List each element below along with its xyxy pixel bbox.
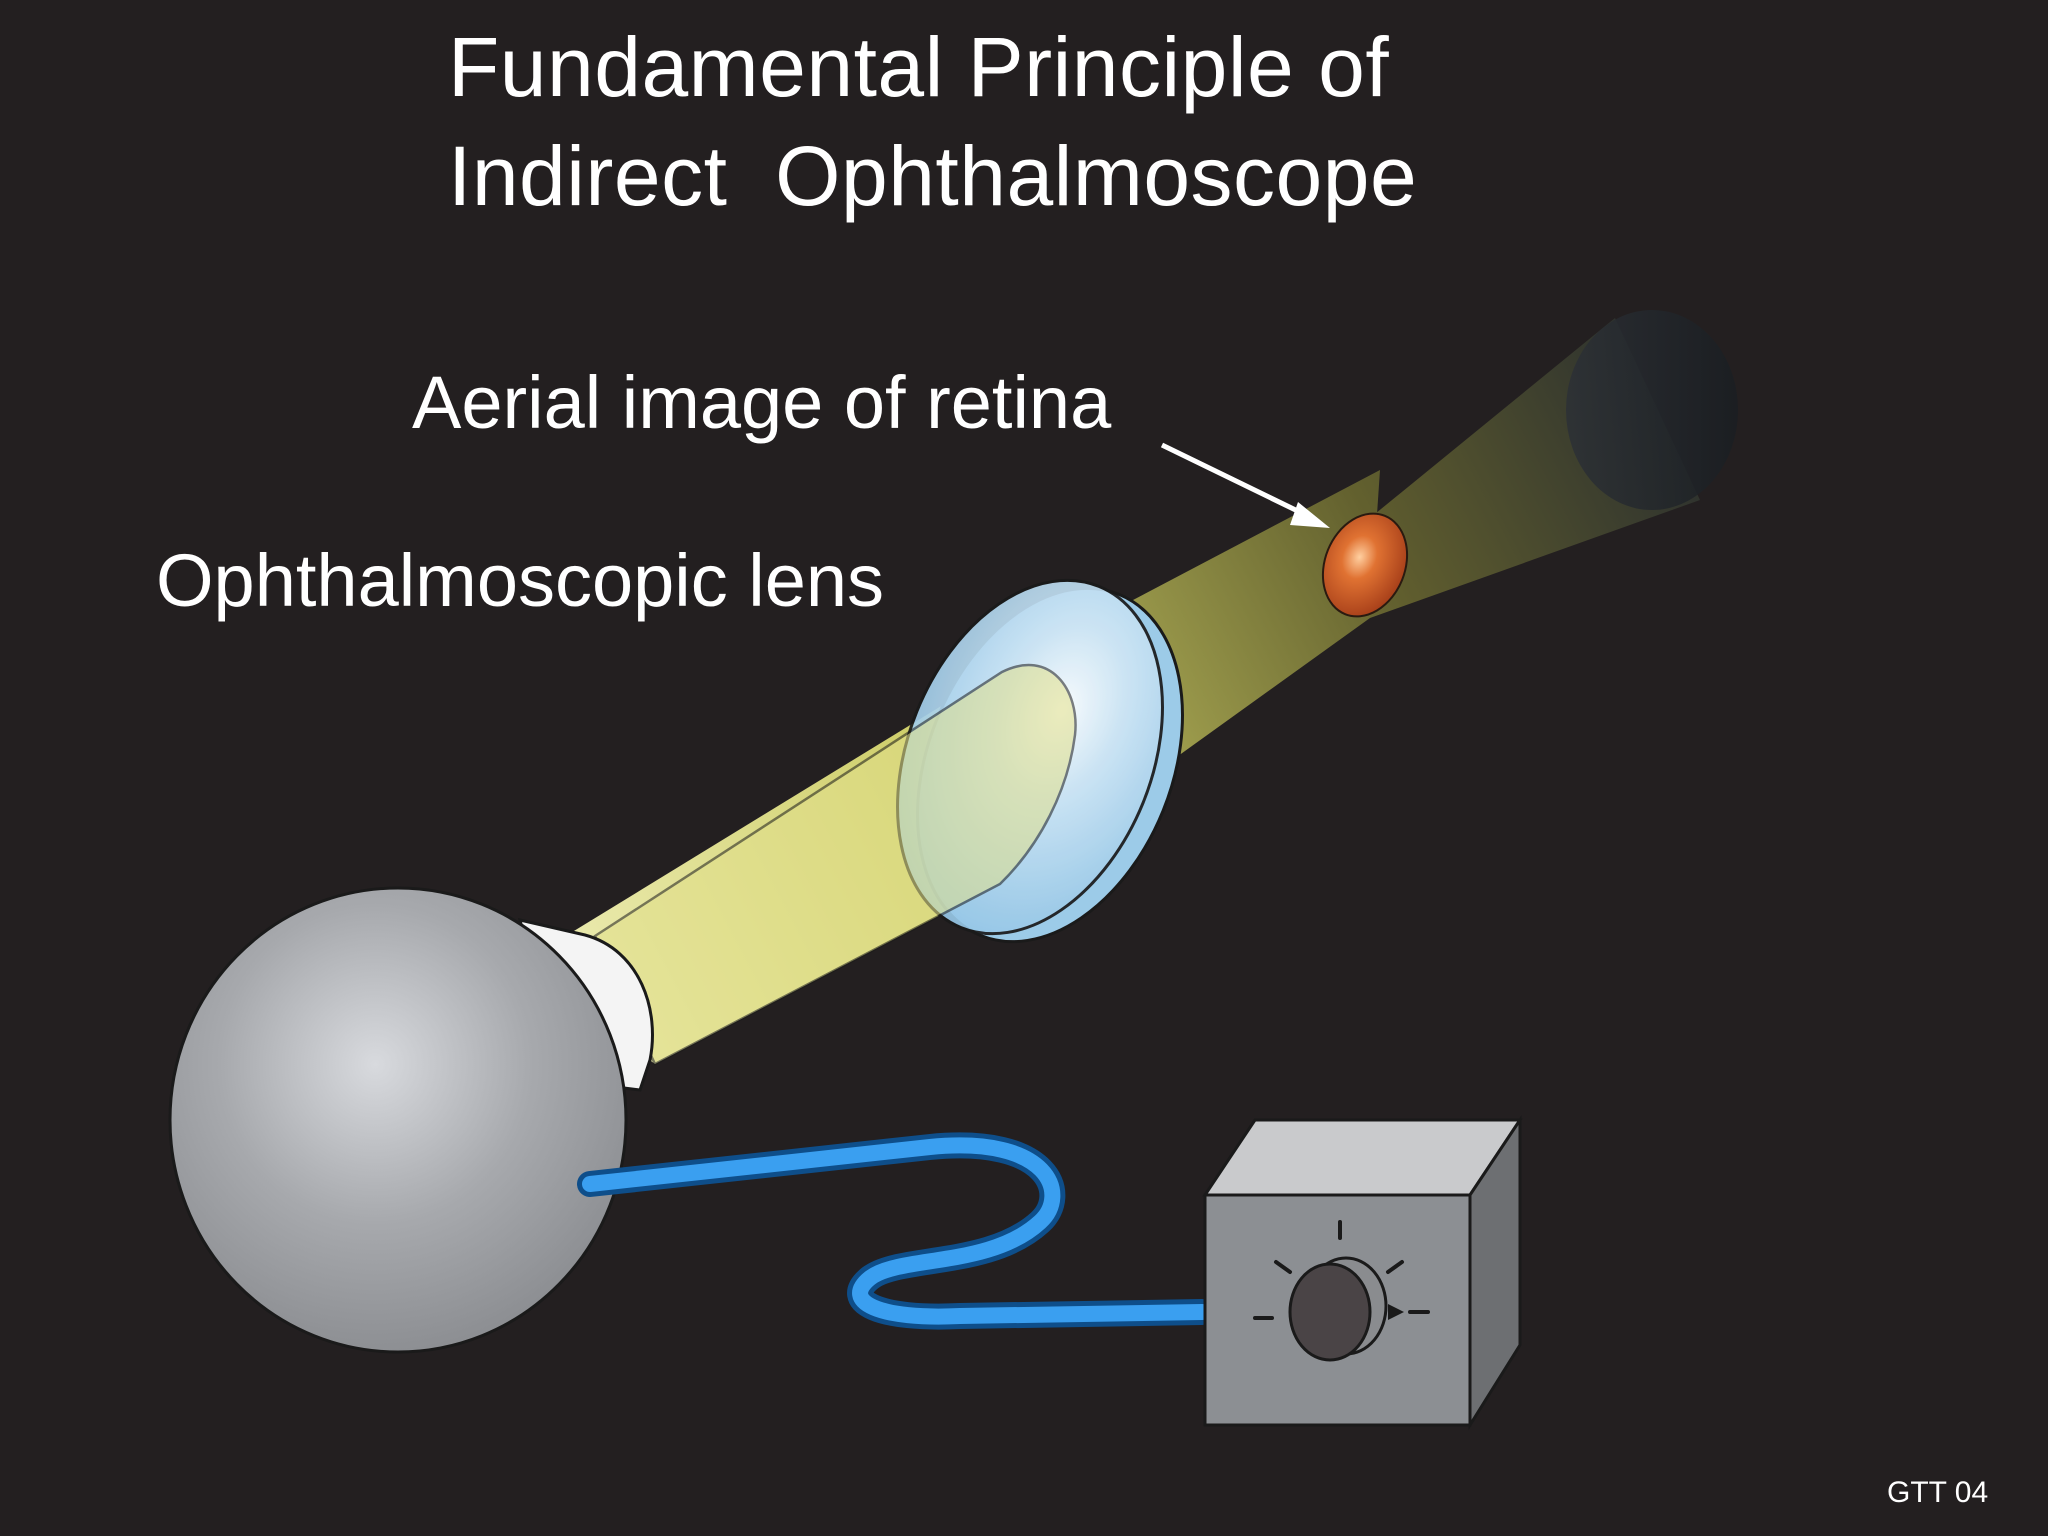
aerial-image-arrow <box>1160 442 1330 528</box>
beam-end-cap <box>1566 310 1738 510</box>
page-title-line-2: Indirect Ophthalmoscope <box>448 129 1418 223</box>
aerial-image-label: Aerial image of retina <box>412 361 1112 444</box>
dial-tick-marks <box>1253 1220 1430 1320</box>
aerial-retina-image <box>1321 512 1409 618</box>
ophthalmoscopic-lens-label: Ophthalmoscopic lens <box>156 539 885 622</box>
power-box <box>1202 1115 1523 1431</box>
dial-pointer <box>1388 1304 1404 1320</box>
dial-knob <box>1288 1262 1372 1362</box>
beam-through-lens <box>593 663 1077 1066</box>
power-cable <box>577 1132 1215 1330</box>
eye-ball <box>168 886 654 1354</box>
credit-text: GTT 04 <box>1887 1476 1989 1509</box>
page-title-line-1: Fundamental Principle of <box>448 20 1390 114</box>
